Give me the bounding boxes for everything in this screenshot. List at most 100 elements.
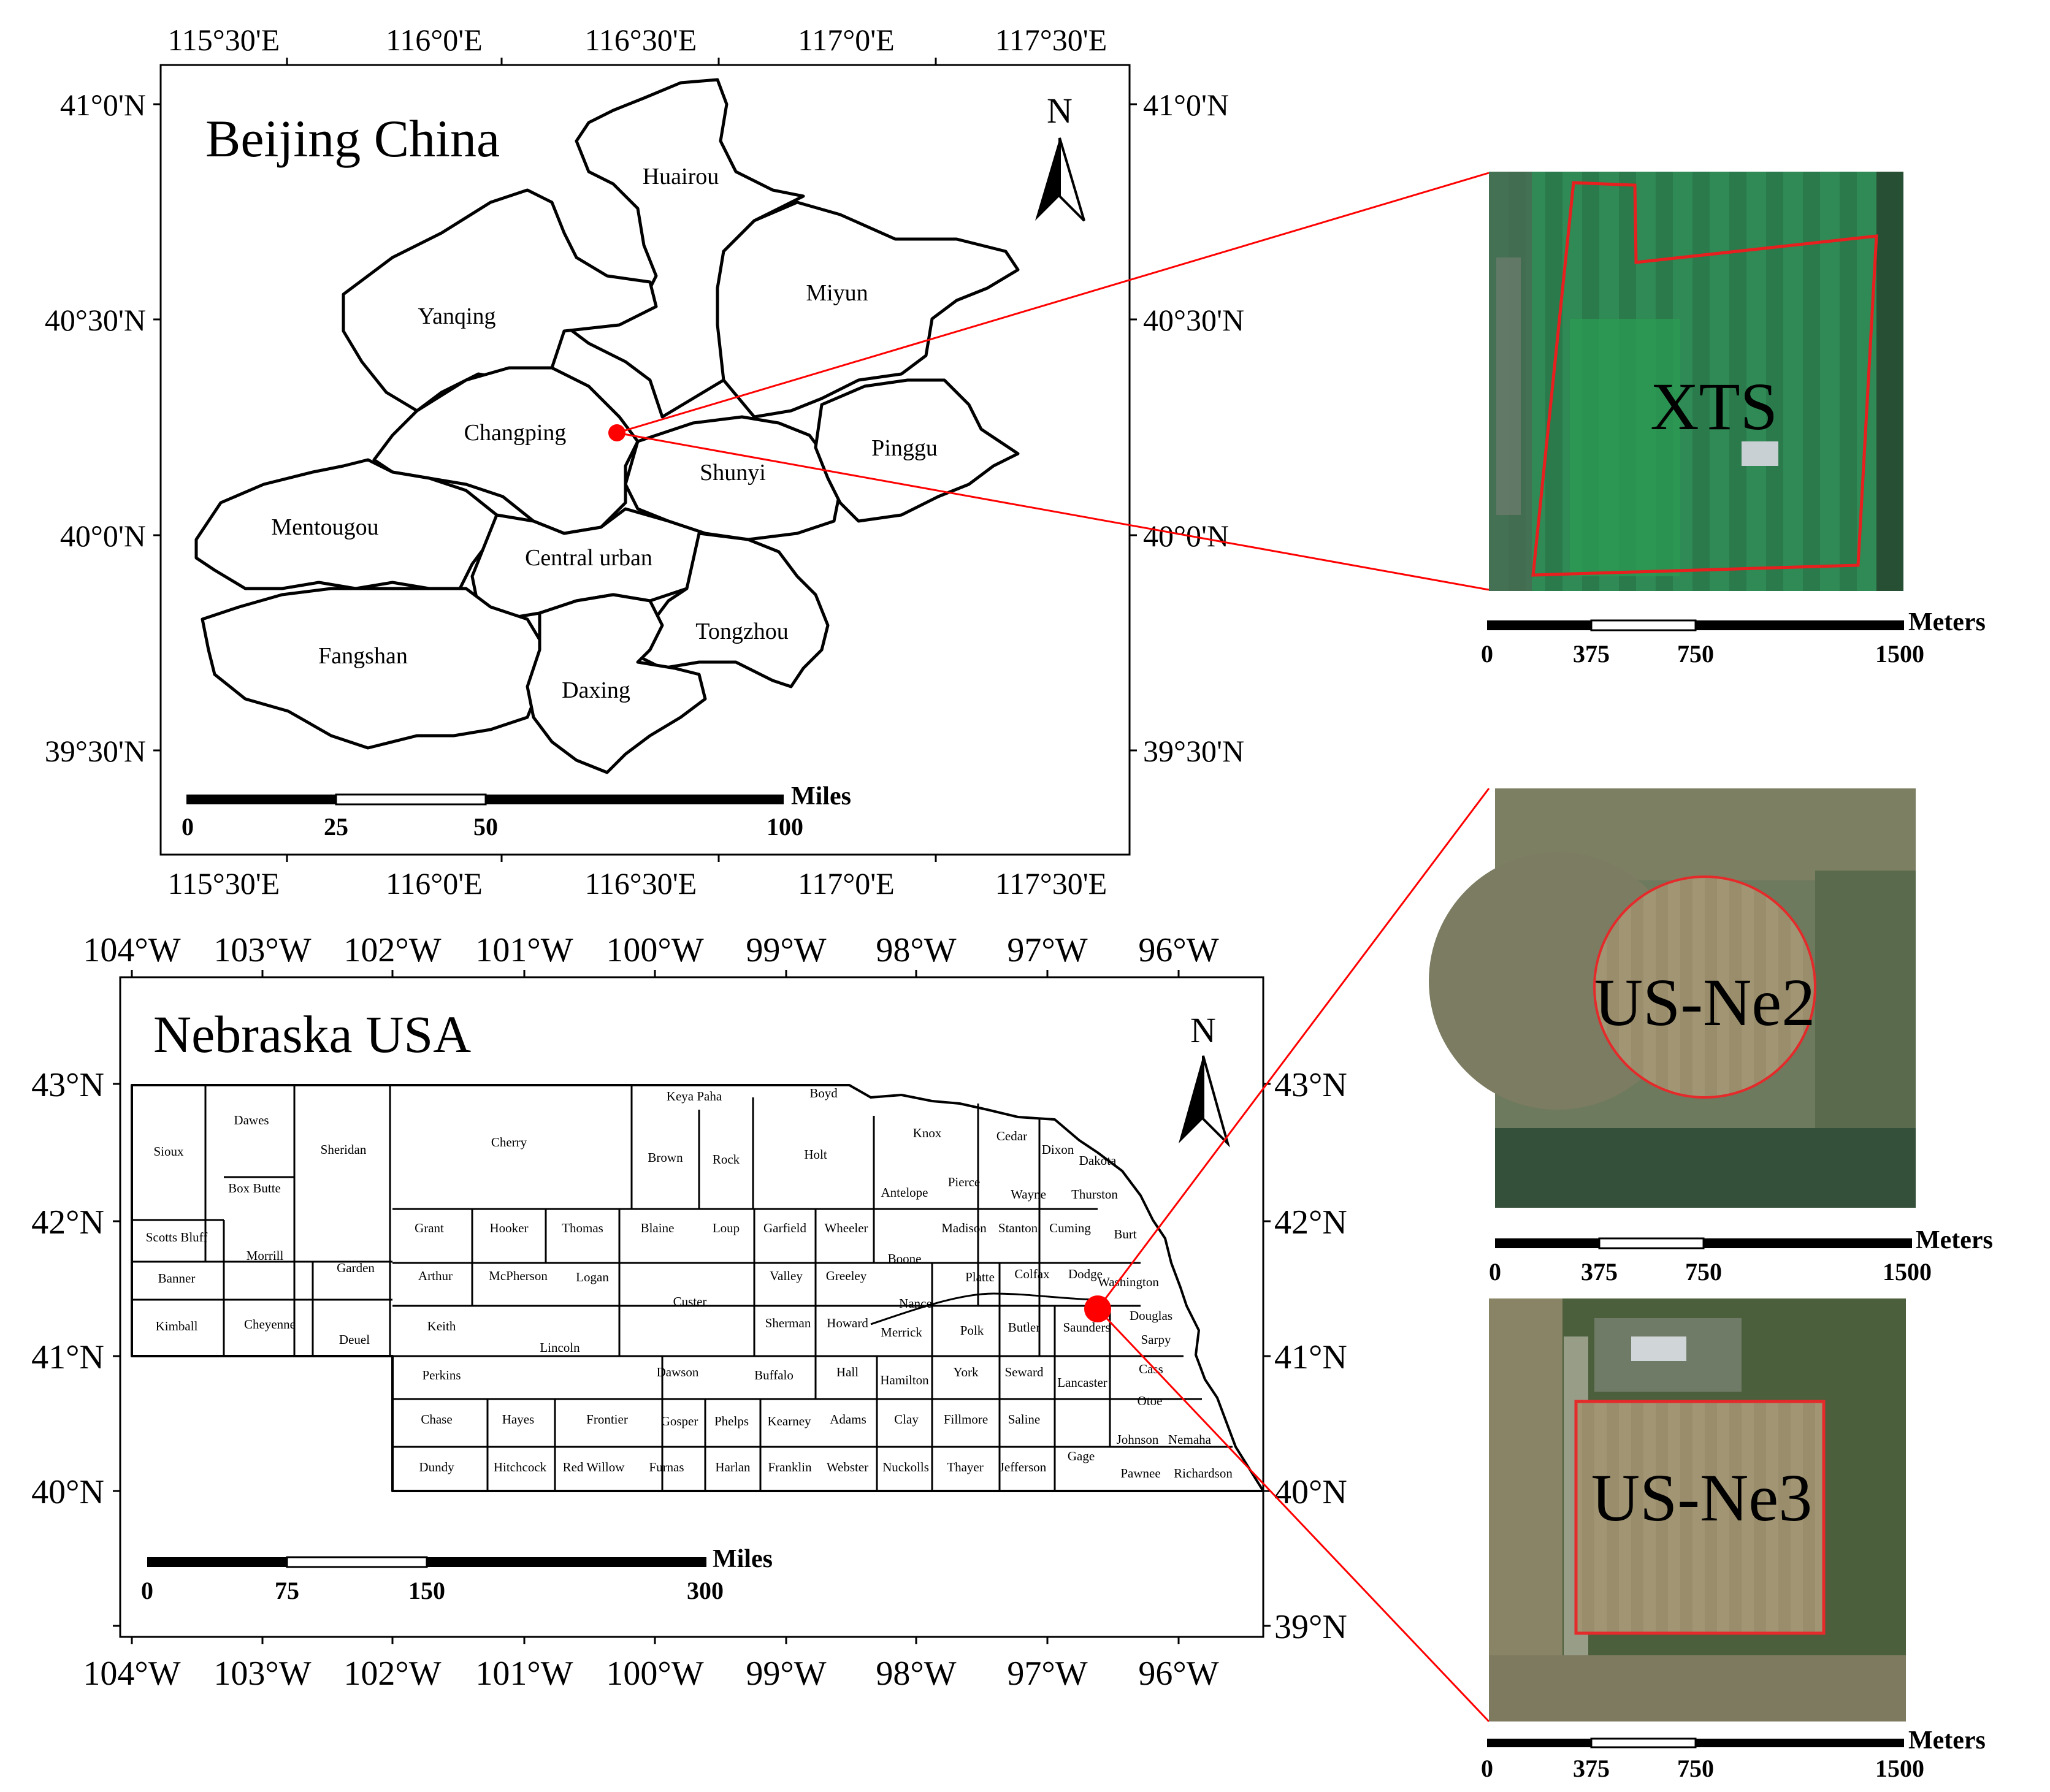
us-ne3-site-boundary [1574,1400,1826,1635]
county-label: Boyd [809,1086,838,1100]
county-label: Webster [827,1460,868,1474]
nebraska-lat-tick-right: 42°N [1274,1203,1347,1241]
county-label: Sioux [153,1144,184,1159]
beijing-scale-label: 50 [473,813,498,841]
county-label: Wheeler [824,1221,868,1235]
nebraska-lon-tick-top: 101°W [475,931,573,969]
us-ne2-scale-unit: Meters [1916,1226,1993,1254]
county-label: Gage [1068,1449,1095,1463]
beijing-lat-tick-left: 40°0'N [60,519,146,553]
nebraska-lon-tick-bottom: 100°W [606,1655,703,1693]
county-label: Red Willow [563,1460,625,1474]
nebraska-lon-tick-bottom: 102°W [343,1655,441,1693]
inset-us-ne2: US-Ne2 Meters 0 375 750 1500 [1429,788,1993,1286]
county-label: Hayes [502,1412,534,1427]
beijing-lat-tick-left: 41°0'N [60,88,146,122]
beijing-district-outlines [194,78,1020,774]
county-label: Furnas [649,1460,684,1474]
county-label: Saline [1008,1412,1041,1427]
county-label: Nemaha [1168,1432,1212,1447]
county-label: Hall [836,1365,859,1379]
nebraska-scale-label: 0 [141,1577,153,1604]
us-ne2-scale-label: 750 [1685,1258,1722,1286]
us-ne2-scale-label: 1500 [1883,1258,1932,1286]
county-label: Seward [1005,1365,1044,1379]
district-shunyi [624,415,842,541]
county-label: Box Butte [228,1181,281,1195]
nebraska-lat-tick-left: 41°N [31,1338,104,1376]
county-label: Harlan [715,1460,751,1474]
beijing-lon-tick-bottom: 117°0'E [798,866,895,901]
nebraska-lon-tick-top: 100°W [606,931,703,969]
beijing-lat-tick-right: 39°30'N [1143,734,1244,768]
county-label: Merrick [881,1325,922,1340]
county-label: Rock [713,1152,740,1167]
beijing-lat-tick-right: 40°30'N [1143,303,1244,337]
beijing-scale-label: 0 [182,813,194,841]
beijing-scale-label: 100 [767,813,803,841]
county-label: Platte [965,1270,995,1284]
county-label: Douglas [1130,1308,1172,1323]
nebraska-map-title: Nebraska USA [153,1005,471,1064]
nebraska-lon-tick-top: 96°W [1138,931,1218,969]
district-label-mentougou: Mentougou [271,514,378,540]
county-label: Grant [415,1221,444,1235]
county-label: Hitchcock [494,1460,547,1474]
district-huairou [562,78,805,419]
county-label: Nance [899,1296,932,1311]
county-label: Kearney [767,1414,811,1428]
nebraska-lon-tick-bottom: 104°W [83,1655,180,1693]
county-label: Lincoln [540,1340,580,1355]
us-ne3-scale-label: 750 [1677,1755,1714,1782]
nebraska-scale-label: 300 [687,1577,724,1604]
district-label-tongzhou: Tongzhou [695,619,788,644]
beijing-ticks [153,58,1137,862]
beijing-lat-tick-left: 39°30'N [45,734,146,768]
beijing-map-title: Beijing China [205,109,500,168]
nebraska-map: 104°W 103°W 102°W 101°W 100°W 99°W 98°W … [31,931,1347,1693]
xts-scale-unit: Meters [1908,608,1986,636]
county-label: Valley [770,1268,803,1283]
nebraska-scale-bar: Miles 0 75 150 300 [141,1545,773,1604]
county-label: Howard [827,1316,868,1330]
county-label: Dakota [1079,1153,1117,1168]
district-label-fangshan: Fangshan [318,643,408,669]
county-label: Madison [941,1221,987,1235]
us-ne2-scale-bar: Meters 0 375 750 1500 [1489,1226,1993,1286]
district-label-daxing: Daxing [562,677,630,703]
county-label: Dodge [1068,1267,1103,1281]
nebraska-lat-tick-right: 43°N [1274,1066,1347,1104]
district-label-shunyi: Shunyi [700,460,766,486]
county-label: Arthur [418,1268,453,1283]
county-label: Richardson [1174,1466,1233,1481]
beijing-scale-bar: Miles 0 25 50 100 [182,782,851,841]
nebraska-lon-tick-top: 98°W [876,931,956,969]
beijing-lon-tick-top: 115°30'E [168,23,280,57]
beijing-lon-tick-top: 116°30'E [585,23,697,57]
county-label: Pawnee [1120,1466,1160,1481]
county-label: Otoe [1138,1394,1163,1408]
county-label: Adams [830,1412,866,1427]
district-label-miyun: Miyun [806,280,868,306]
county-label: Perkins [423,1368,461,1382]
county-label: Lancaster [1057,1375,1107,1390]
district-pinggu [814,378,1020,523]
county-label: Dawes [234,1113,269,1127]
nebraska-state-outline [131,1084,1264,1492]
county-label: Garfield [763,1221,806,1235]
county-label: Hamilton [880,1373,929,1387]
inset-us-ne3: US-Ne3 Meters 0 375 750 1500 [1481,1298,1986,1782]
county-label: Morrill [247,1248,284,1263]
county-label: Colfax [1014,1267,1050,1281]
county-label: Sheridan [321,1142,367,1157]
district-label-changping: Changping [464,420,567,446]
nebraska-lon-tick-top: 102°W [343,931,441,969]
xts-scale-bar: Meters 0 375 750 1500 [1481,608,1986,668]
county-label: Polk [960,1323,984,1338]
county-label: Dixon [1042,1142,1074,1157]
nebraska-north-letter: N [1190,1010,1216,1050]
county-label: Thomas [562,1221,603,1235]
district-daxing [526,593,707,774]
xts-site-boundary [1531,181,1878,577]
